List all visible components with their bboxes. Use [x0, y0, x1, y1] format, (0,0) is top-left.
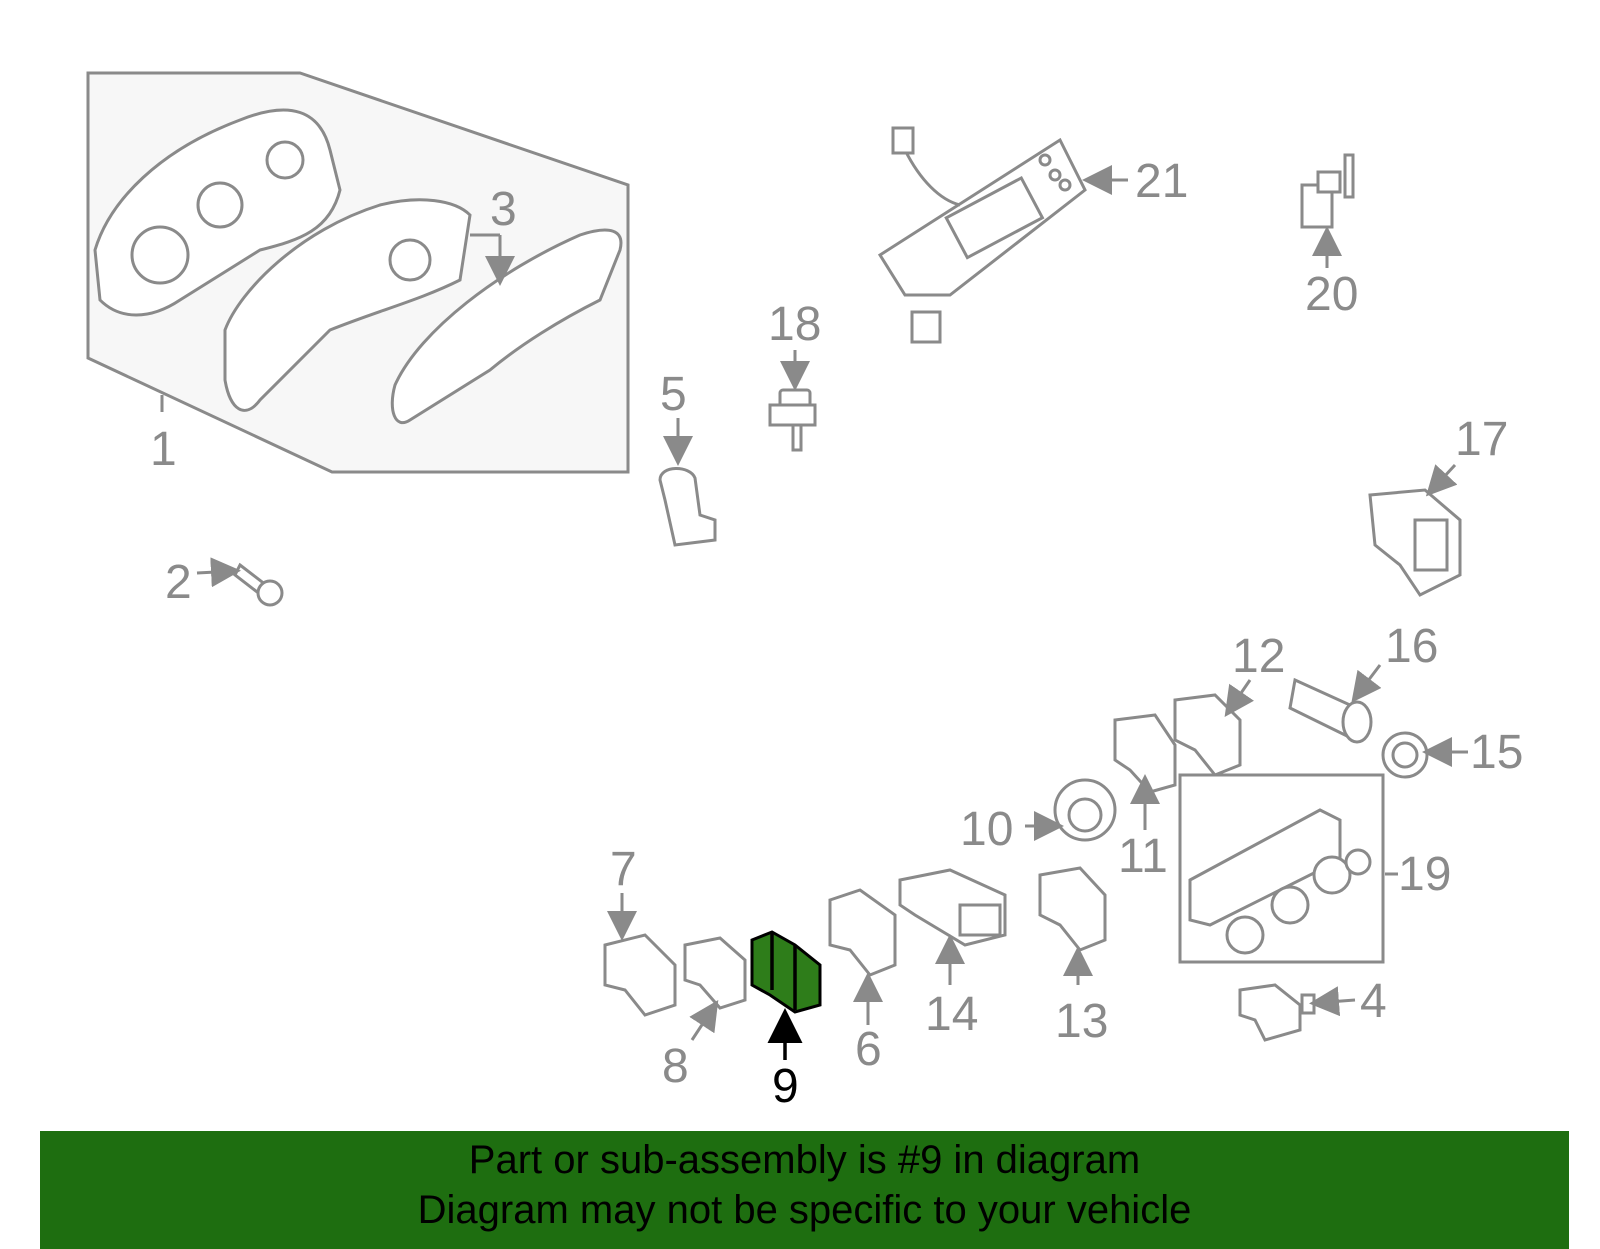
callout-10: 10 — [960, 803, 1013, 856]
callout-5: 5 — [660, 368, 687, 421]
banner-line-2: Diagram may not be specific to your vehi… — [417, 1188, 1192, 1232]
callout-11: 11 — [1118, 830, 1168, 883]
part-2-screw — [233, 562, 284, 607]
callout-7: 7 — [610, 843, 637, 896]
callout-17: 17 — [1455, 413, 1508, 466]
callout-13: 13 — [1055, 995, 1108, 1048]
callout-4: 4 — [1360, 975, 1387, 1028]
part-9-highlighted — [750, 930, 822, 1014]
part-11 — [1113, 713, 1177, 794]
callout-6: 6 — [855, 1023, 882, 1076]
callout-18: 18 — [768, 298, 821, 351]
callout-2: 2 — [165, 556, 192, 609]
part-12 — [1173, 693, 1242, 777]
callout-20: 20 — [1305, 268, 1358, 321]
part-13 — [1038, 866, 1107, 952]
callout-9: 9 — [772, 1060, 799, 1113]
part-16 — [1288, 677, 1373, 744]
parts-diagram: 1 3 2 5 18 21 20 — [86, 71, 1523, 1113]
part-4 — [1238, 983, 1316, 1042]
part-5 — [658, 467, 717, 547]
callout-19: 19 — [1398, 848, 1451, 901]
part-18 — [768, 388, 817, 452]
callout-1: 1 — [150, 423, 177, 476]
part-6 — [828, 888, 897, 977]
info-banner: Part or sub-assembly is #9 in diagram Di… — [40, 1131, 1569, 1249]
part-8 — [683, 936, 747, 1010]
part-7 — [603, 933, 677, 1017]
callout-3: 3 — [490, 183, 517, 236]
part-17 — [1368, 488, 1462, 597]
banner-line-1: Part or sub-assembly is #9 in diagram — [468, 1138, 1141, 1182]
part-20 — [1300, 153, 1355, 229]
callout-12: 12 — [1232, 630, 1285, 683]
part-15 — [1381, 731, 1429, 779]
cluster-group-box — [86, 71, 630, 474]
callout-21: 21 — [1135, 155, 1188, 208]
callout-14: 14 — [925, 988, 978, 1041]
callout-16: 16 — [1385, 620, 1438, 673]
part-21-console — [877, 126, 1087, 344]
part-14 — [898, 868, 1007, 947]
callout-8: 8 — [662, 1040, 689, 1093]
callout-15: 15 — [1470, 726, 1523, 779]
part-10 — [1053, 778, 1117, 842]
part-19-climate-control — [1178, 773, 1385, 964]
